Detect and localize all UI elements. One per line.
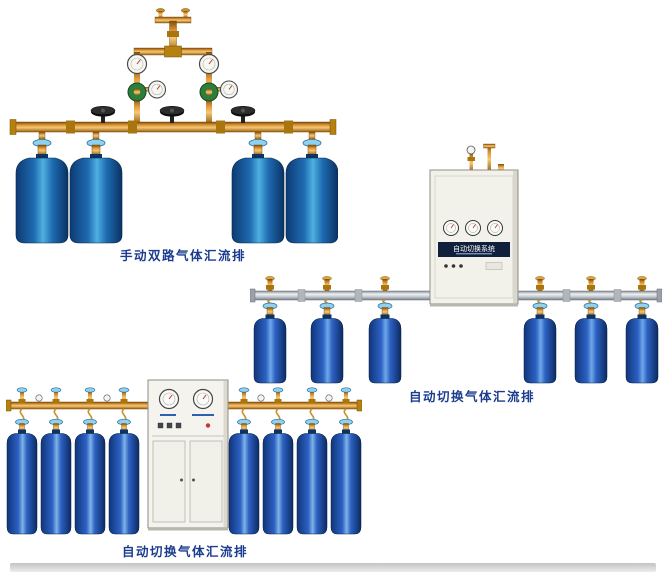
pipe-valve (586, 276, 596, 291)
cabinet-panel-text: 自动切换系统 (453, 244, 495, 253)
pipe-valve (265, 276, 275, 291)
indicator-light (444, 264, 448, 268)
pipe-valve (637, 276, 647, 291)
gas-cylinder (574, 302, 608, 384)
pipe-valve (272, 387, 284, 403)
figure-auto-switch-manifold-a: 自动切换系统 (249, 140, 662, 386)
pipe-valve (118, 387, 130, 403)
pressure-regulator-right (198, 53, 239, 124)
pipe-valve (306, 387, 318, 403)
gas-cylinder (228, 418, 260, 535)
pressure-gauge-small (325, 394, 333, 402)
figure-auto-switch-manifold-b (5, 376, 363, 542)
control-button (175, 422, 182, 429)
cabinet-door (189, 440, 223, 523)
gas-cylinder (40, 418, 72, 535)
gas-cylinder (262, 418, 294, 535)
control-cabinet: 自动切换系统 (429, 143, 519, 307)
gas-cylinder (253, 302, 287, 384)
caption-auto-switch-manifold-b: 自动切换气体汇流排 (121, 545, 248, 559)
gas-cylinder (296, 418, 328, 535)
pipe-valve (380, 276, 390, 291)
pipe-valve (238, 387, 250, 403)
cabinet-door (152, 440, 186, 523)
control-button (157, 422, 164, 429)
caption-manual-dual-manifold: 手动双路气体汇流排 (119, 249, 246, 263)
indicator-light (459, 264, 463, 268)
cropped-next-row-edge (10, 563, 656, 572)
gas-cylinder (330, 418, 362, 535)
gas-cylinder (368, 302, 402, 384)
pressure-regulator-left (126, 53, 167, 124)
indicator-light (451, 264, 456, 268)
gas-cylinder (74, 418, 106, 535)
pipe-valve (50, 387, 62, 403)
pressure-gauge-small (103, 394, 111, 402)
hand-valve (159, 106, 185, 123)
hand-valve (90, 106, 116, 123)
control-cabinet (147, 379, 229, 531)
pipe-valve (16, 387, 28, 403)
gas-cylinder (108, 418, 140, 535)
product-image-auto-switch-manifold-b (5, 379, 363, 535)
indicator-light (205, 423, 211, 428)
figure-manual-dual-manifold (8, 6, 339, 244)
product-image-manual-dual-manifold (9, 8, 339, 244)
pipe-valve (322, 276, 332, 291)
pipe-valve (340, 387, 352, 403)
pipe-valve (84, 387, 96, 403)
caption-auto-switch-manifold-a: 自动切换气体汇流排 (408, 390, 535, 404)
pipe-valve (535, 276, 545, 291)
gas-cylinder (15, 138, 69, 244)
control-button (166, 422, 173, 429)
gas-cylinder (625, 302, 659, 384)
gas-cylinder (523, 302, 557, 384)
pressure-gauge-small (35, 394, 43, 402)
gas-cylinder (6, 418, 38, 535)
pressure-gauge-small (466, 145, 476, 155)
hand-valve (230, 106, 256, 123)
gas-cylinder (310, 302, 344, 384)
gas-cylinder (69, 138, 123, 244)
product-image-auto-switch-manifold-a: 自动切换系统 (249, 143, 662, 384)
pressure-gauge-small (257, 394, 265, 402)
